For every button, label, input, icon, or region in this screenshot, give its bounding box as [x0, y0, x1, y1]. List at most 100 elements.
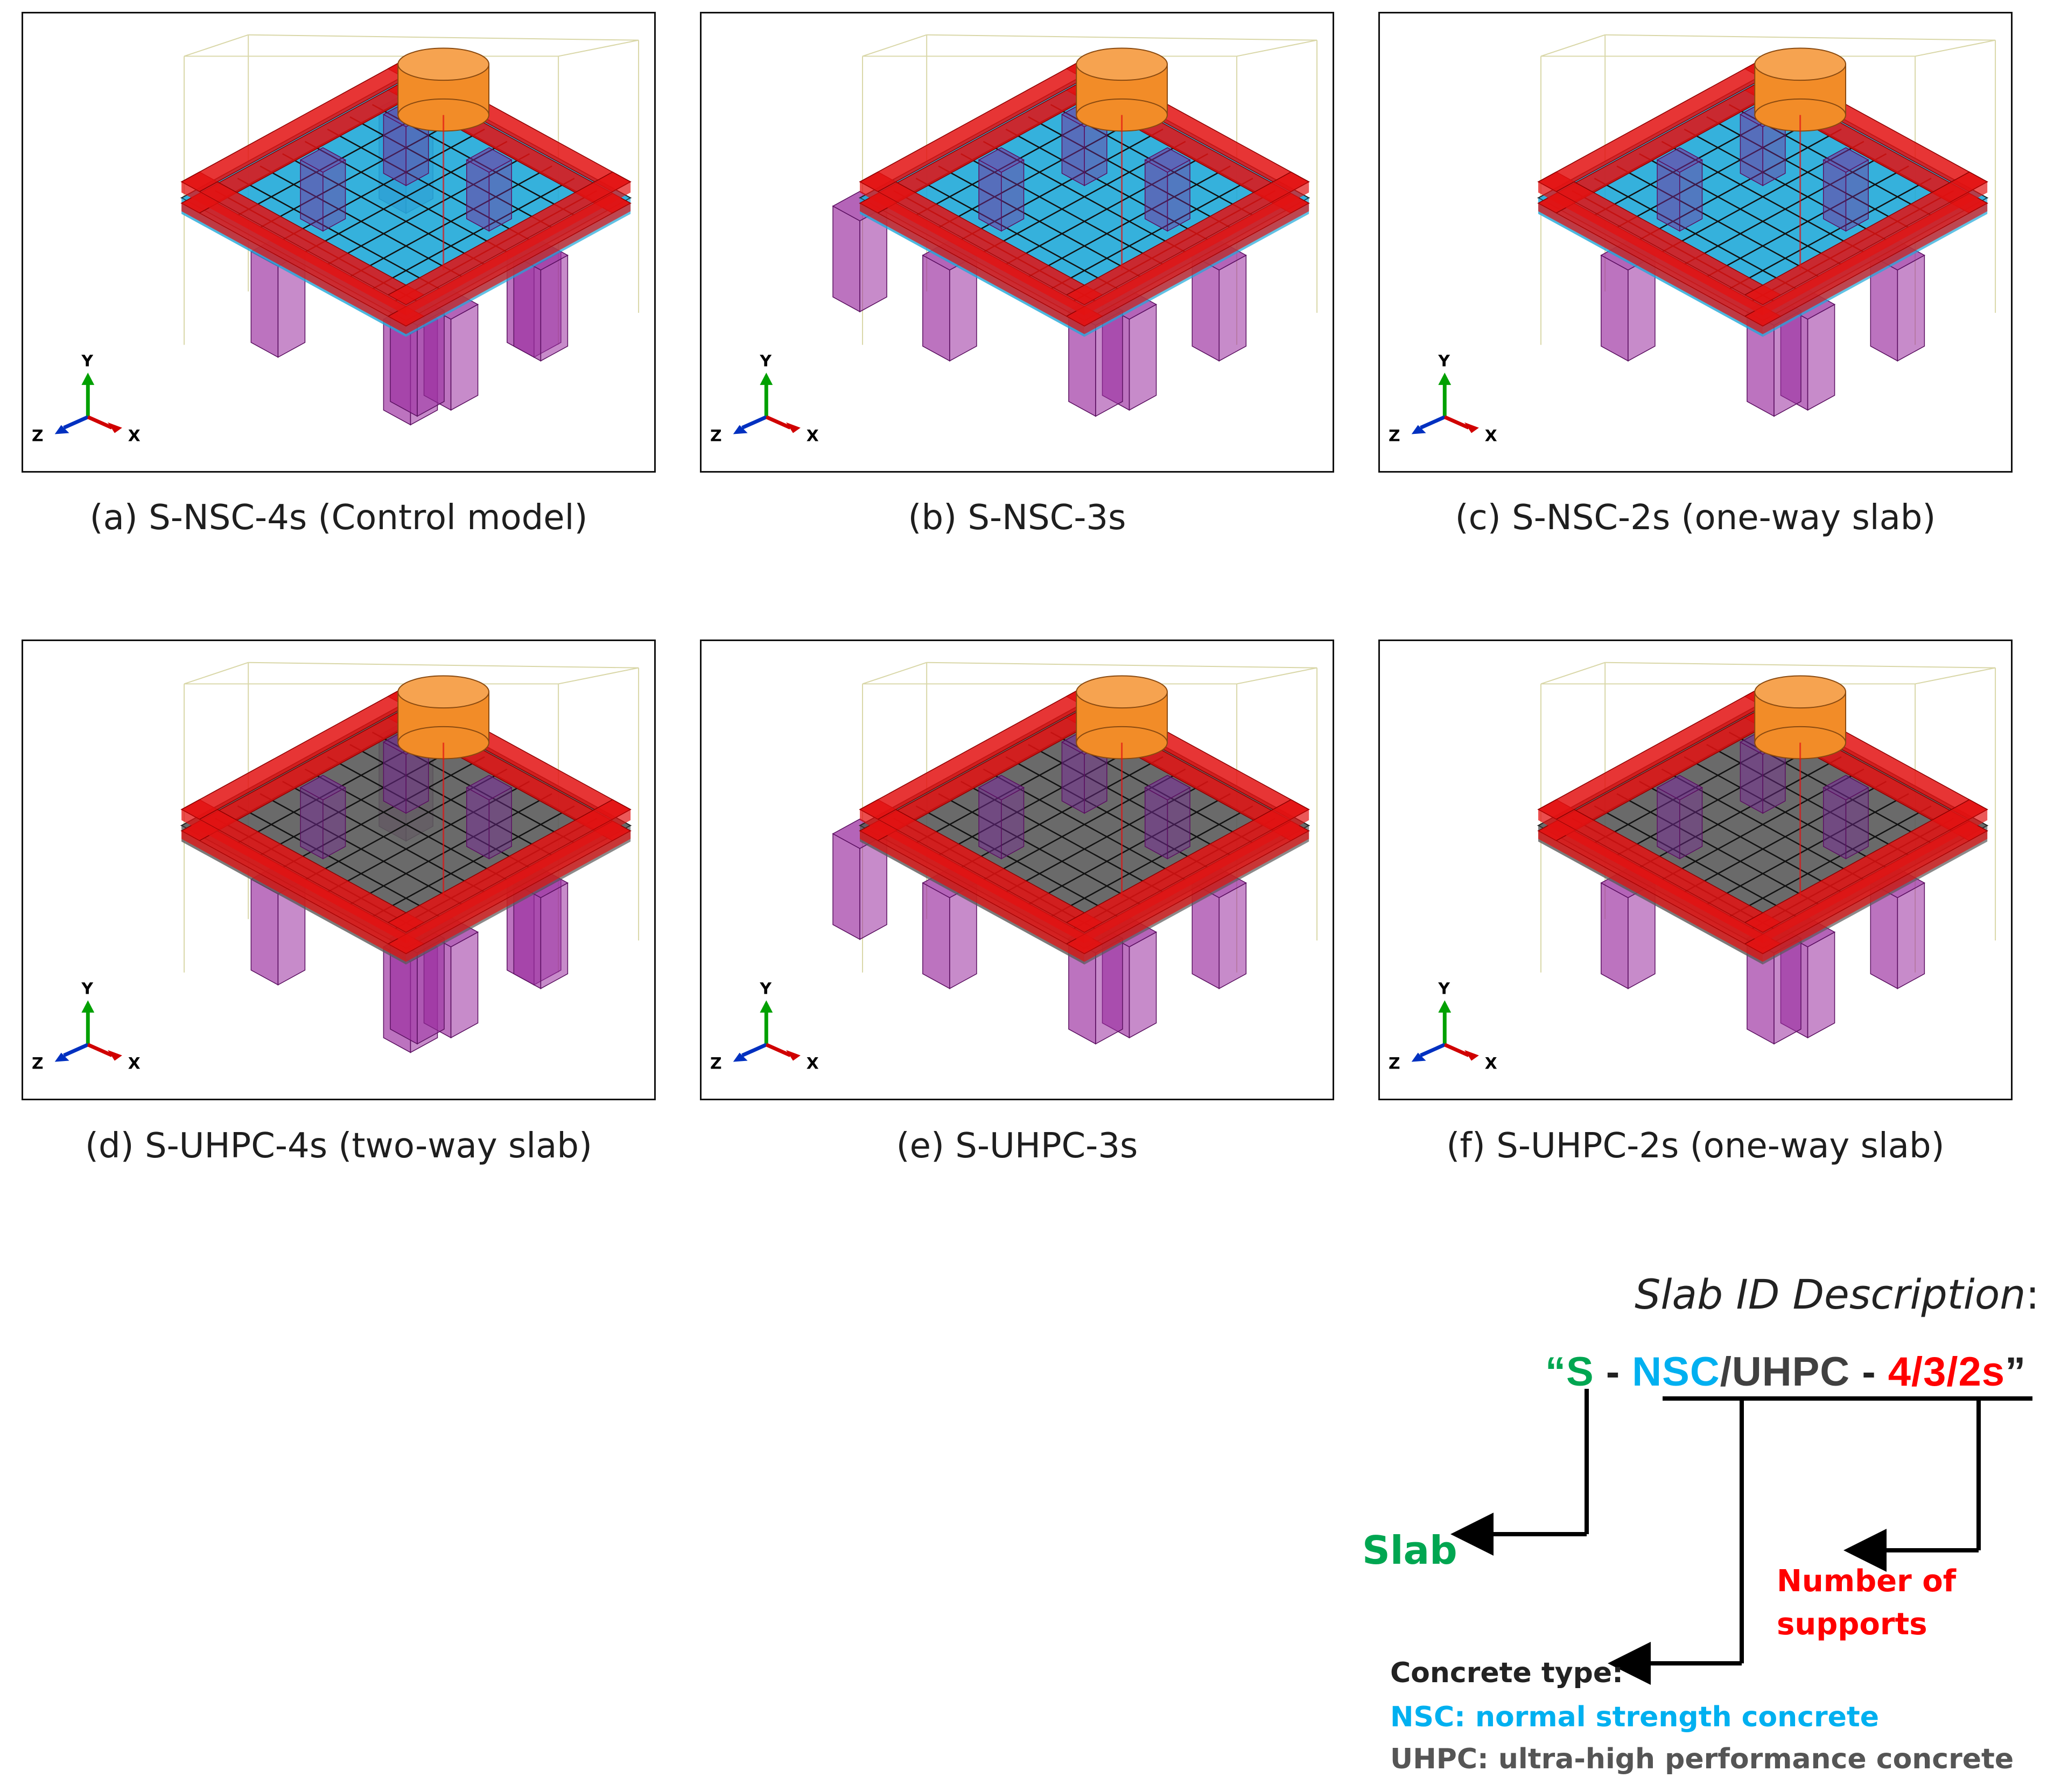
number-of-label: Number of — [1777, 1564, 1957, 1599]
x-axis-label: X — [1485, 1054, 1497, 1073]
model-group: Y Z X — [710, 662, 1318, 1073]
axis-triad: Y Z X — [1389, 352, 1497, 445]
inner-block-0 — [466, 147, 513, 232]
z-axis-label: Z — [32, 1054, 44, 1073]
x-axis-label: X — [807, 1054, 819, 1073]
steel-frame — [180, 58, 632, 334]
x-axis-arrow — [1443, 415, 1470, 430]
steel-frame — [859, 58, 1310, 334]
z-axis-label: Z — [1389, 426, 1400, 445]
panel-c: Y Z X — [1378, 12, 2013, 473]
loading-cylinder — [1076, 47, 1168, 270]
x-axis-arrow — [87, 415, 113, 430]
id-decoder-lines — [1450, 1389, 2032, 1685]
legend-title: Slab ID Description: — [1635, 1270, 2039, 1318]
z-axis-label: Z — [32, 426, 44, 445]
model-group: Y Z X — [32, 34, 640, 445]
x-axis-label: X — [1485, 426, 1497, 445]
slab-label: Slab — [1362, 1528, 1457, 1573]
z-axis-arrow — [1420, 415, 1446, 430]
axis-triad: Y Z X — [32, 979, 141, 1073]
inner-block-0 — [466, 775, 513, 860]
z-axis-arrow — [1420, 1043, 1446, 1057]
inner-block-1 — [299, 147, 347, 232]
y-axis-label: Y — [759, 979, 772, 998]
inner-block-0 — [1822, 147, 1869, 232]
caption-b: (b) S-NSC-3s — [908, 498, 1126, 538]
z-axis-label: Z — [1389, 1054, 1400, 1073]
slab-model-e: Y Z X — [710, 662, 1318, 1073]
slab-model-c: Y Z X — [1389, 34, 1996, 445]
inner-block-1 — [1656, 775, 1704, 860]
steel-frame — [1537, 686, 1988, 962]
inner-block-0 — [1144, 775, 1191, 860]
slab-model-d: Y Z X — [32, 662, 640, 1073]
x-axis-label: X — [128, 426, 141, 445]
y-axis-label: Y — [1438, 352, 1450, 370]
id-sep1: - — [1594, 1349, 1632, 1395]
legend-title-text: Slab ID Description — [1635, 1270, 2026, 1318]
panel-e: Y Z X — [700, 640, 1334, 1100]
z-axis-arrow — [741, 415, 767, 430]
x-axis-arrow — [765, 1043, 791, 1057]
supports-label: supports — [1777, 1607, 1927, 1642]
loading-cylinder — [397, 675, 490, 898]
z-axis-arrow — [63, 415, 89, 430]
steel-frame — [180, 686, 632, 962]
panel-d: Y Z X — [22, 640, 656, 1100]
model-group: Y Z X — [1389, 662, 1996, 1073]
legend-title-colon: : — [2025, 1270, 2039, 1318]
z-axis-label: Z — [710, 1054, 722, 1073]
loading-cylinder — [397, 47, 490, 270]
model-group: Y Z X — [1389, 34, 1996, 445]
model-group: Y Z X — [32, 662, 640, 1073]
id-s: S — [1566, 1349, 1594, 1395]
steel-frame — [859, 686, 1310, 962]
id-supports: 4/3/2s — [1888, 1349, 2006, 1395]
id-uhpc: UHPC — [1731, 1349, 1850, 1395]
x-axis-arrow — [1443, 1043, 1470, 1057]
slab-model-f: Y Z X — [1389, 662, 1996, 1073]
uhpc-description: UHPC: ultra-high performance concrete — [1390, 1743, 2014, 1775]
inner-block-1 — [299, 775, 347, 860]
z-axis-label: Z — [710, 426, 722, 445]
loading-cylinder — [1754, 675, 1847, 898]
support-s-l1 — [922, 240, 978, 362]
id-open-quote: “ — [1545, 1349, 1566, 1395]
slab-model-a: Y Z X — [32, 34, 640, 445]
panel-f: Y Z X — [1378, 640, 2013, 1100]
panel-a: Y Z X — [22, 12, 656, 473]
inner-block-0 — [1144, 147, 1191, 232]
x-axis-label: X — [128, 1054, 141, 1073]
inner-block-1 — [978, 147, 1025, 232]
axis-triad: Y Z X — [1389, 979, 1497, 1073]
z-axis-arrow — [63, 1043, 89, 1057]
inner-block-1 — [1656, 147, 1704, 232]
support-s-l1 — [1600, 240, 1656, 362]
caption-d: (d) S-UHPC-4s (two-way slab) — [85, 1126, 592, 1166]
steel-frame — [1537, 58, 1988, 334]
caption-f: (f) S-UHPC-2s (one-way slab) — [1446, 1126, 1945, 1166]
loading-cylinder — [1754, 47, 1847, 270]
slab-id-format: “S - NSC/UHPC - 4/3/2s” — [1545, 1348, 2026, 1395]
loading-cylinder — [1076, 675, 1168, 898]
id-sep2: - — [1850, 1349, 1888, 1395]
inner-block-2 — [1739, 729, 1786, 814]
y-axis-label: Y — [1438, 979, 1450, 998]
id-nsc: NSC — [1632, 1349, 1720, 1395]
y-axis-label: Y — [81, 352, 93, 370]
x-axis-arrow — [765, 415, 791, 430]
z-axis-arrow — [741, 1043, 767, 1057]
inner-block-1 — [978, 775, 1025, 860]
y-axis-label: Y — [759, 352, 772, 370]
id-slash: / — [1720, 1349, 1732, 1395]
id-close-quote: ” — [2005, 1349, 2027, 1395]
caption-c: (c) S-NSC-2s (one-way slab) — [1455, 498, 1936, 538]
support-s-r2 — [1191, 867, 1247, 989]
concrete-type-label: Concrete type: — [1390, 1657, 1623, 1689]
y-axis-label: Y — [81, 979, 93, 998]
